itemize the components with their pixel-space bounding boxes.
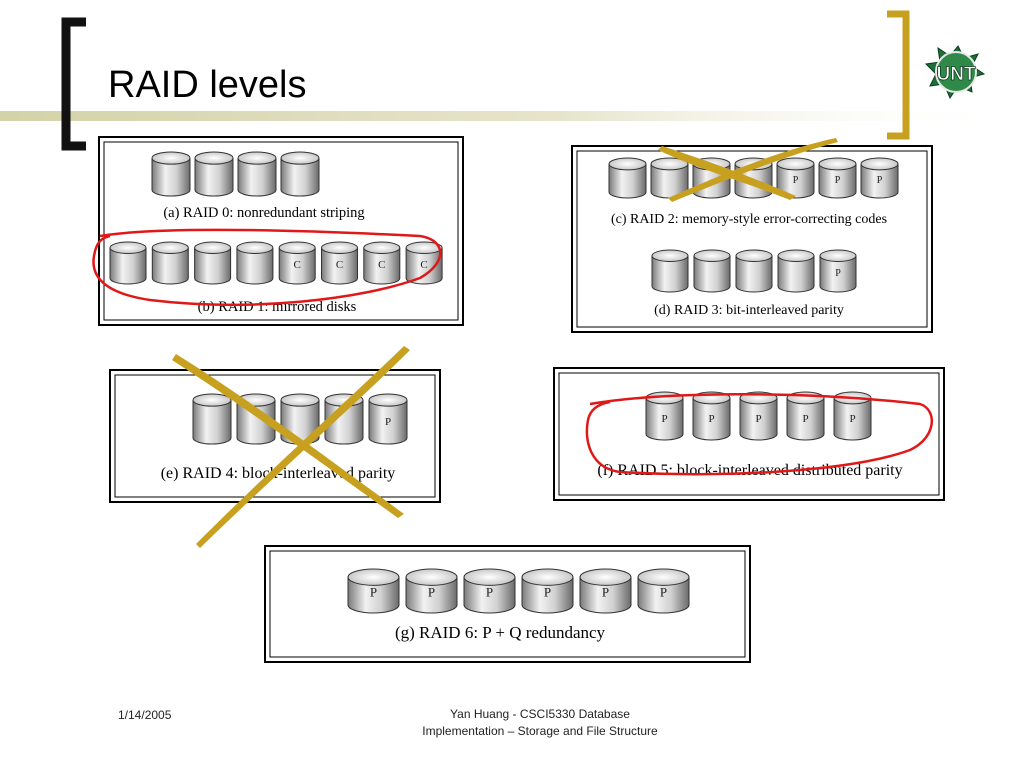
- disk-raid1-5: C: [278, 241, 316, 285]
- disk-row-raid3: P: [651, 249, 857, 293]
- slide-title: RAID levels: [108, 64, 307, 106]
- disk-label: C: [378, 259, 385, 271]
- disk-label: C: [336, 259, 343, 271]
- disk-label: P: [835, 268, 841, 279]
- gold-cross-raid2-b: [668, 138, 838, 202]
- disk-raid4-1: [192, 393, 232, 445]
- disk-raid1-6: C: [321, 241, 358, 285]
- red-circle-raid5: [585, 392, 934, 476]
- disk-label: C: [294, 259, 301, 271]
- disk-label: P: [835, 175, 841, 186]
- disk-label: P: [544, 584, 551, 599]
- disk-label: P: [793, 175, 799, 186]
- disk-raid6-6: P: [637, 568, 690, 614]
- disk-raid6-3: P: [463, 568, 516, 614]
- disk-raid5-2: P: [692, 391, 731, 441]
- disk-label: P: [428, 584, 435, 599]
- disk-label: P: [661, 413, 667, 425]
- disk-raid0-4: [280, 151, 320, 197]
- disk-label: P: [849, 413, 855, 425]
- disk-raid1-8: C: [405, 241, 443, 285]
- unt-logo: UNT: [924, 45, 986, 100]
- disk-row-raid0: [151, 151, 320, 197]
- disk-raid5-1: P: [645, 391, 684, 441]
- disk-row-raid4: P: [192, 393, 408, 445]
- disk-raid1-3: [194, 241, 232, 285]
- footer-author: Yan Huang - CSCI5330 Database Implementa…: [340, 706, 740, 740]
- disk-raid1-4: [236, 241, 274, 285]
- disk-raid6-2: P: [405, 568, 458, 614]
- disk-raid1-1: [109, 241, 147, 285]
- disk-raid5-4: P: [786, 391, 825, 441]
- caption-raid3: (d) RAID 3: bit-interleaved parity: [654, 303, 844, 318]
- disk-raid0-1: [151, 151, 191, 197]
- caption-raid2: (c) RAID 2: memory-style error-correctin…: [611, 212, 887, 227]
- gold-cross-raid4-a: [172, 354, 404, 518]
- disk-label: P: [802, 413, 808, 425]
- disk-label: P: [385, 416, 391, 428]
- disk-raid3-4: [777, 249, 815, 293]
- disk-label: P: [708, 413, 714, 425]
- footer-date: 1/14/2005: [118, 708, 172, 722]
- footer-line2: Implementation – Storage and File Struct…: [422, 724, 658, 738]
- right-bracket: [887, 10, 910, 140]
- caption-raid5: (f) RAID 5: block-interleaved distribute…: [597, 462, 902, 479]
- disk-raid3-2: [693, 249, 731, 293]
- disk-label: P: [877, 175, 883, 186]
- disk-raid0-3: [237, 151, 277, 197]
- logo-text: UNT: [936, 64, 975, 85]
- caption-raid6: (g) RAID 6: P + Q redundancy: [395, 623, 606, 642]
- disk-raid1-7: C: [363, 241, 401, 285]
- disk-label: P: [370, 584, 377, 599]
- disk-label: P: [660, 584, 667, 599]
- disk-raid3-3: [735, 249, 773, 293]
- disk-raid6-4: P: [521, 568, 574, 614]
- disk-label: P: [602, 584, 609, 599]
- disk-raid4-5: P: [368, 393, 408, 445]
- footer-line1: Yan Huang - CSCI5330 Database: [450, 707, 630, 721]
- disk-raid5-3: P: [739, 391, 778, 441]
- title-bar: [0, 111, 1024, 121]
- disk-raid6-5: P: [579, 568, 632, 614]
- caption-raid1: (b) RAID 1: mirrored disks: [198, 299, 357, 315]
- red-circle-raid1: [92, 228, 442, 306]
- disk-label: C: [420, 259, 427, 271]
- disk-raid6-1: P: [347, 568, 400, 614]
- disk-raid2-5: P: [776, 157, 815, 199]
- disk-raid2-1: [608, 157, 647, 199]
- disk-raid3-5: P: [819, 249, 857, 293]
- disk-label: P: [755, 413, 761, 425]
- disk-raid3-1: [651, 249, 689, 293]
- disk-raid2-7: P: [860, 157, 899, 199]
- disk-raid0-2: [194, 151, 234, 197]
- gold-cross-raid4-b: [196, 346, 410, 548]
- disk-raid1-2: [151, 241, 189, 285]
- disk-label: P: [486, 584, 493, 599]
- disk-raid2-6: P: [818, 157, 857, 199]
- caption-raid0: (a) RAID 0: nonredundant striping: [163, 205, 364, 221]
- left-bracket: [61, 17, 86, 151]
